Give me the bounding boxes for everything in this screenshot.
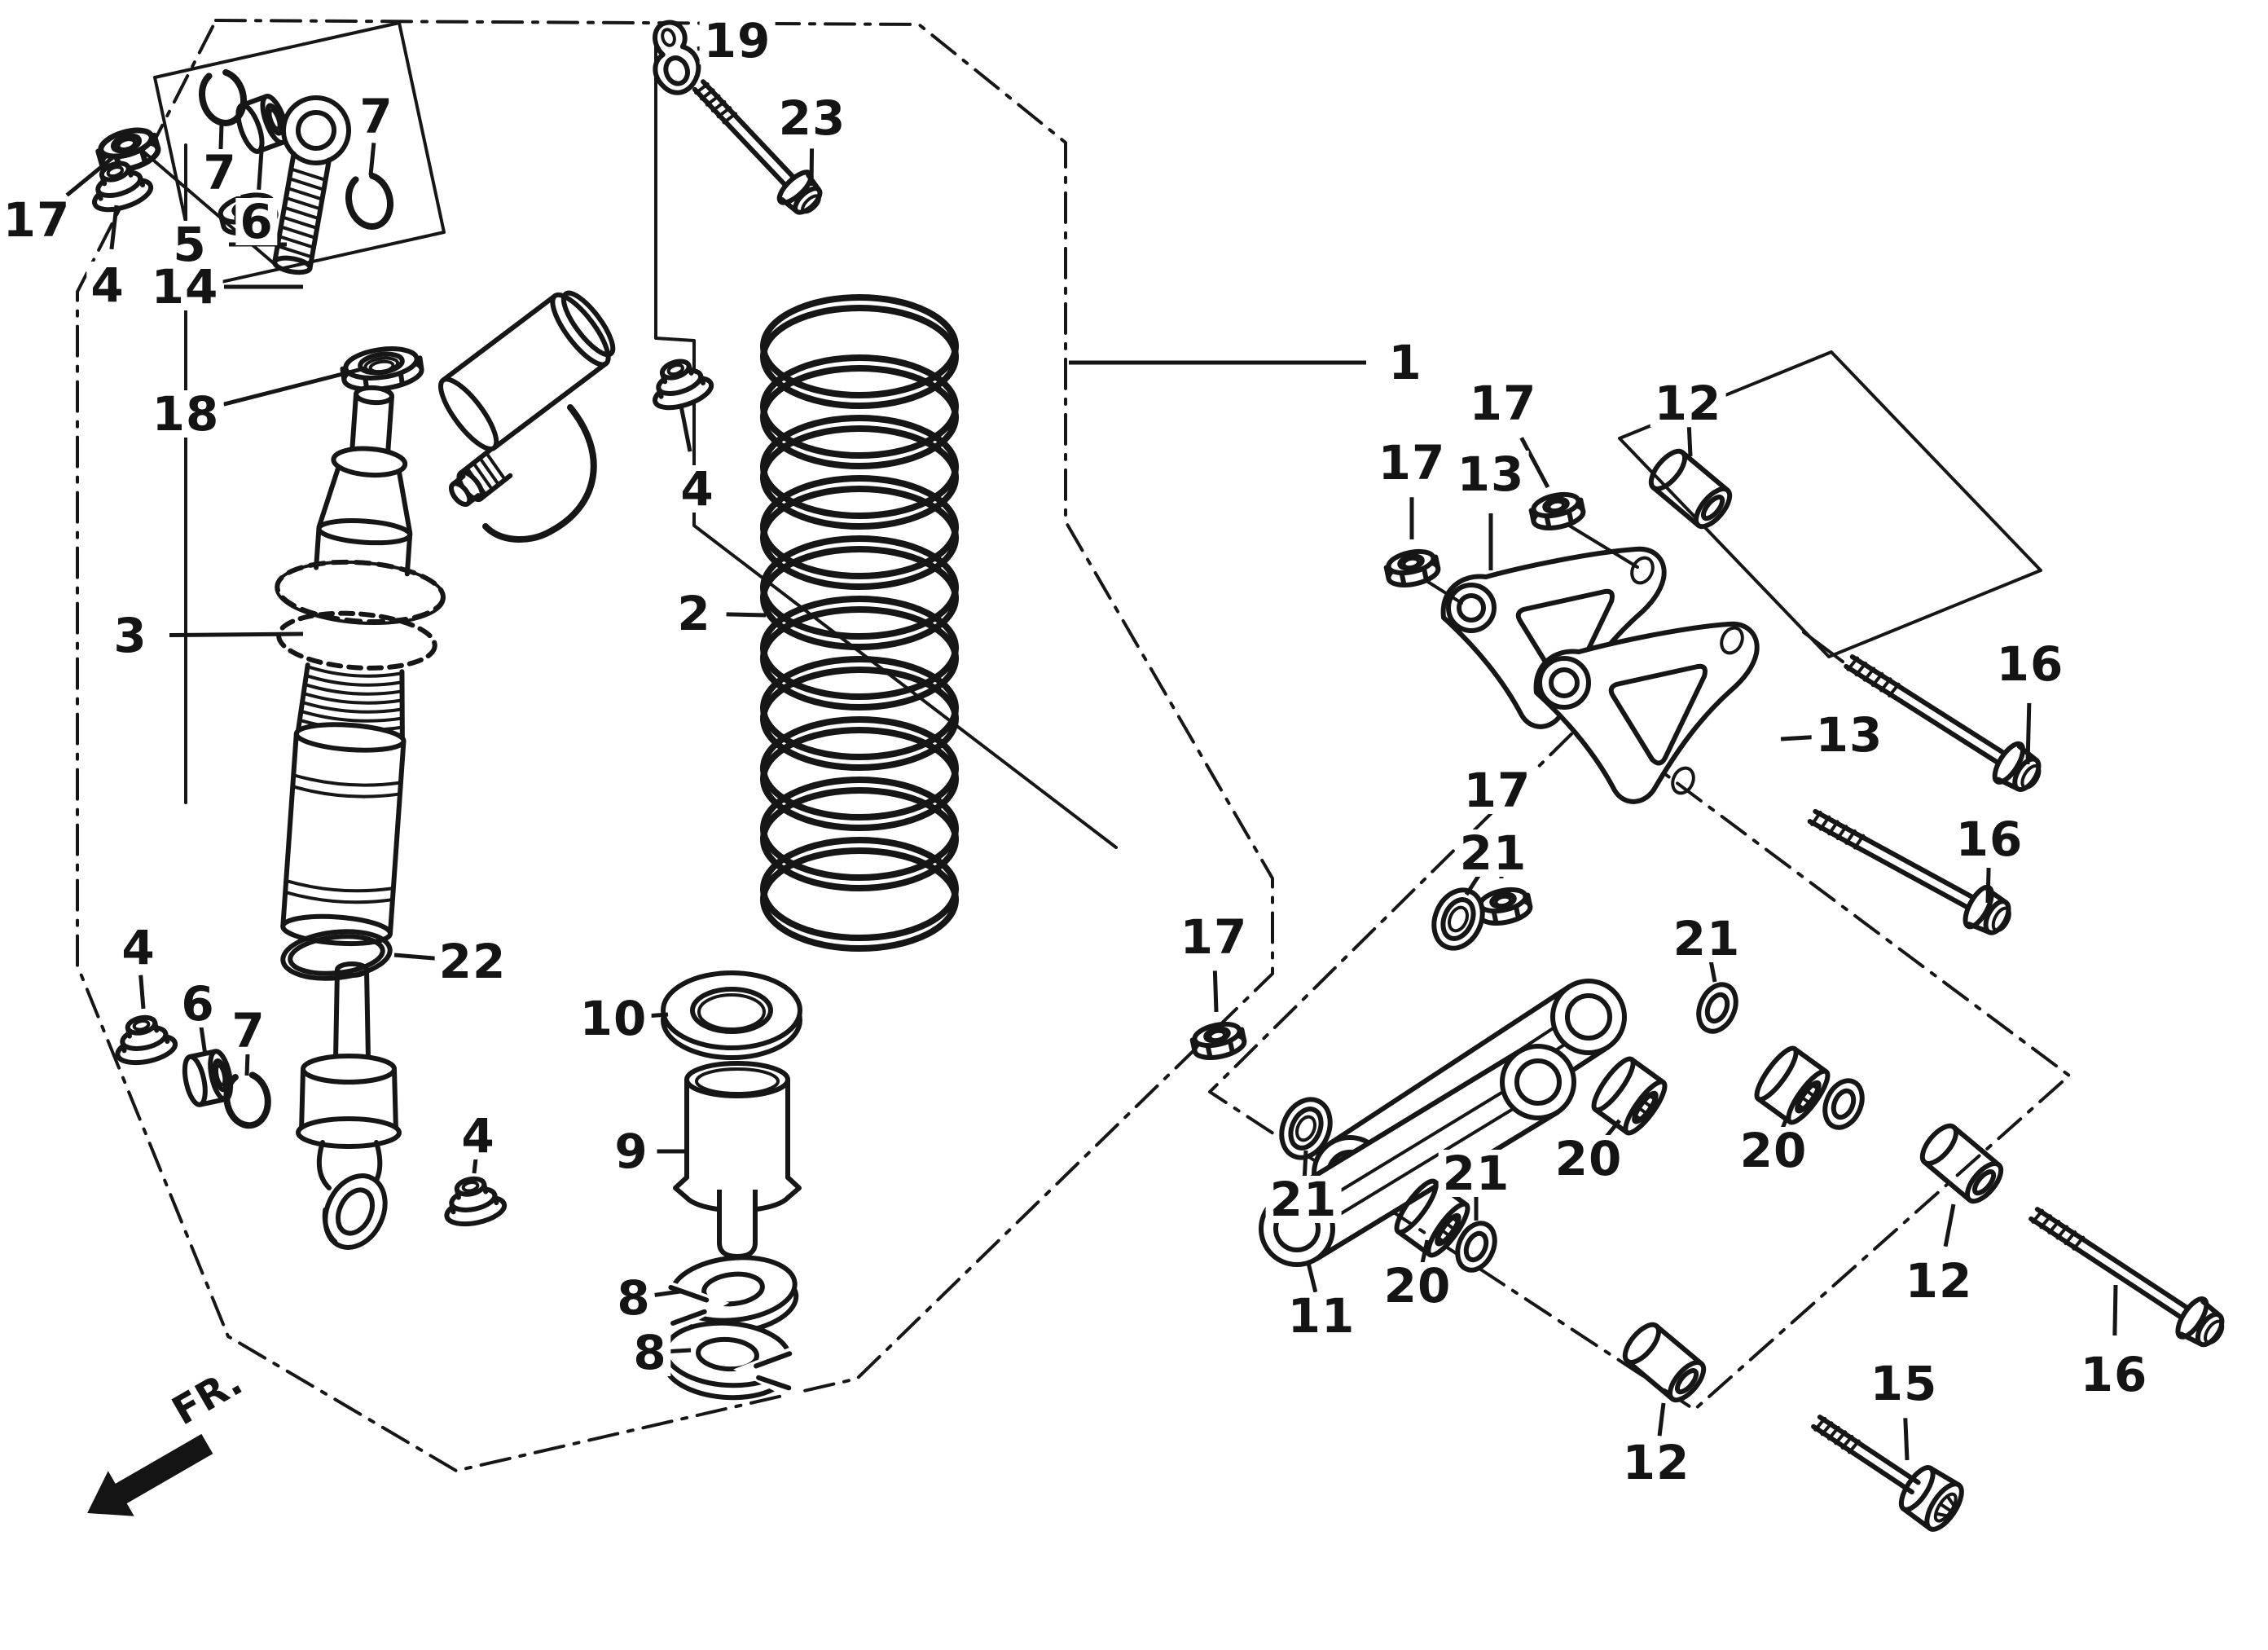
leader-line [472, 1152, 479, 1174]
leader-line [1497, 829, 1504, 879]
leader-line [668, 1348, 692, 1354]
rod-end-hex-nut [218, 192, 279, 236]
leader-line [222, 366, 366, 407]
pivot-collar-right [1916, 1120, 2006, 1207]
shock-absorber-body [275, 385, 446, 947]
left-inner-boundary-step [654, 46, 1118, 849]
mount-collar-top [1645, 446, 1735, 532]
left-assembly-boundary [76, 19, 1274, 1472]
leader-line [244, 1050, 250, 1076]
spring-seat-ring [661, 970, 802, 1060]
spring-half-collar-upper [657, 1255, 799, 1340]
leader-line [1985, 868, 1991, 904]
alignment-lines-left [142, 150, 282, 271]
leader-line [2025, 702, 2032, 765]
leader-line [2112, 1284, 2118, 1336]
reservoir-side-bushing [645, 354, 714, 414]
flange-nut-17b [1529, 491, 1585, 532]
upper-snap-ring-2 [344, 172, 396, 231]
piston-rod-and-clevis [296, 961, 402, 1250]
flange-nut-17c [1476, 886, 1532, 927]
leader-line [1212, 970, 1219, 1013]
socket-bolt-15 [1811, 1415, 1964, 1532]
leader-line [1686, 427, 1693, 457]
leader-line [654, 1289, 681, 1297]
side-washer-21b [1692, 979, 1743, 1037]
collar-box-right [1618, 350, 2042, 658]
reservoir-band-bolt [692, 79, 823, 215]
connecting-rod-front [1259, 1044, 1576, 1267]
leader-line [138, 975, 146, 1010]
spring-guide-cylinder [673, 1061, 802, 1259]
leader-line [1903, 1418, 1910, 1461]
lock-tab-plate [653, 20, 701, 95]
leader-line [199, 1026, 208, 1056]
leader-lines [65, 42, 2118, 1461]
reservoir-hose [482, 404, 597, 543]
upper-snap-ring [197, 68, 249, 127]
leader-line [1780, 734, 1819, 741]
dust-seal-21a [1425, 882, 1491, 956]
leader-line [169, 631, 304, 638]
front-direction-label: FR. [165, 1358, 250, 1434]
leader-line [697, 42, 720, 51]
leader-line [257, 150, 264, 191]
leader-line [109, 205, 119, 250]
shock-lock-nut [340, 346, 424, 392]
damping-adjuster-valve [448, 447, 513, 507]
leader-line [1419, 1239, 1430, 1266]
lower-snap-ring [223, 1072, 272, 1129]
leader-line [809, 148, 815, 187]
flange-nut-17d [1190, 1020, 1246, 1062]
leader-line [1657, 1402, 1666, 1437]
rod-end-eye-bolt [272, 95, 351, 275]
flange-bolt-16c [2028, 1207, 2225, 1348]
clevis-bushing [440, 1173, 507, 1229]
leader-line [218, 123, 224, 152]
needle-bearing-20a [1588, 1054, 1670, 1138]
leader-line [1708, 957, 1717, 983]
leader-line [726, 612, 767, 618]
leader-line [637, 1012, 669, 1019]
flange-bolt-16b [1807, 808, 2011, 935]
flange-bolt-16a [1844, 654, 2042, 792]
leader-line [393, 953, 438, 961]
fr-arrow-icon [87, 1433, 213, 1516]
coil-spring [763, 297, 956, 948]
leader-line [1943, 1203, 1956, 1247]
needle-bearing-20c [1751, 1044, 1833, 1128]
leader-line [368, 143, 376, 176]
leader-line [1302, 1150, 1308, 1178]
leader-line [65, 155, 116, 197]
spring-half-collar-lower [662, 1320, 802, 1404]
linkage-boundary [1208, 715, 2071, 1411]
lower-stopper-bushing [111, 1012, 178, 1067]
cushion-arm-plate-front [1533, 621, 1760, 804]
leader-line [1306, 1262, 1318, 1293]
pivot-collar-bottom [1619, 1319, 1709, 1406]
leader-line [1519, 437, 1550, 489]
reservoir [438, 290, 616, 451]
leader-line [679, 405, 692, 452]
